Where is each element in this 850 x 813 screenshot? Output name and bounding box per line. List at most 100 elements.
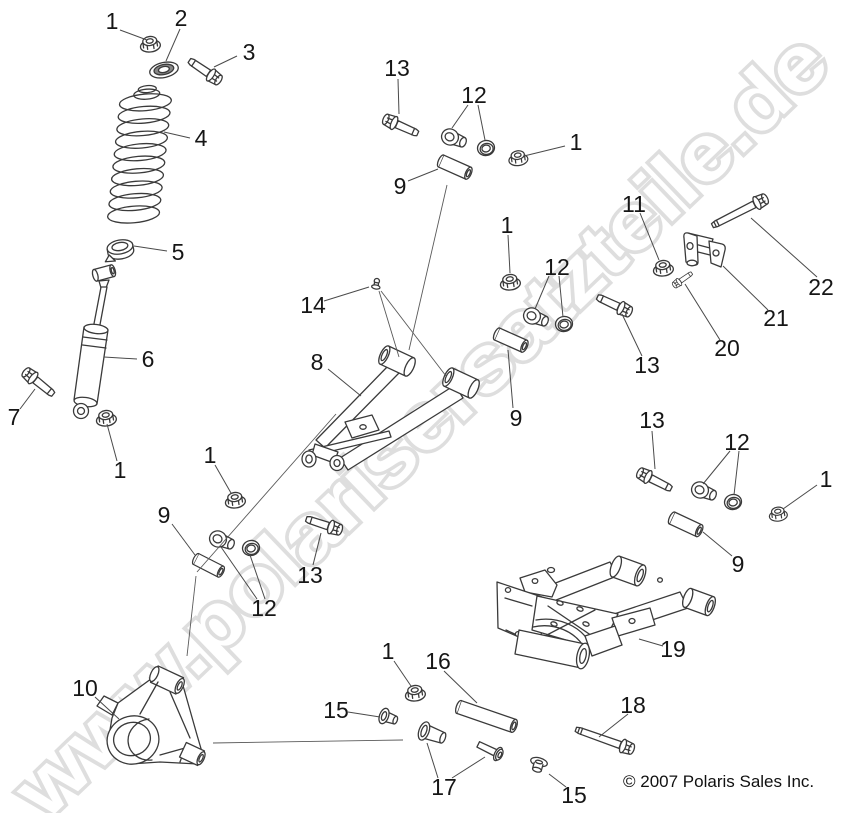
callout-leader-line xyxy=(639,212,660,261)
callout-leader-line xyxy=(722,265,769,311)
callout-label-13: 13 xyxy=(634,352,660,378)
assembly-line xyxy=(378,290,400,358)
callout-label-15: 15 xyxy=(561,782,587,808)
bolt-art xyxy=(633,464,675,496)
assembly-lines xyxy=(186,184,448,744)
nut-art xyxy=(94,408,118,428)
assembly-line xyxy=(380,290,447,377)
callout-leader-line xyxy=(106,423,118,462)
callout-label-12: 12 xyxy=(544,254,570,280)
bushing-art xyxy=(475,138,497,158)
callout-label-14: 14 xyxy=(300,292,326,318)
callout-label-1: 1 xyxy=(106,8,119,34)
callout-leader-line xyxy=(477,104,486,141)
nut-art xyxy=(767,505,789,523)
callout-leader-line xyxy=(523,145,566,157)
callout-label-2: 2 xyxy=(175,5,188,31)
assembly-line xyxy=(186,575,197,657)
callout-leader-line xyxy=(119,29,148,41)
callout-label-9: 9 xyxy=(394,173,407,199)
nut-art xyxy=(223,490,247,510)
grease-fitting-art xyxy=(370,277,383,291)
callout-label-20: 20 xyxy=(714,335,740,361)
callout-leader-line xyxy=(702,450,731,485)
callout-leader-line xyxy=(702,531,733,557)
callout-leader-line xyxy=(163,131,191,139)
socket-bolt-art xyxy=(474,737,506,764)
knuckle-art xyxy=(96,665,206,767)
callout-leader-line xyxy=(133,245,168,252)
callout-label-12: 12 xyxy=(251,595,277,621)
callout-leader-line xyxy=(94,696,120,720)
long-bolt-art xyxy=(572,722,637,758)
callout-label-5: 5 xyxy=(172,239,185,265)
coil-spring-art xyxy=(106,84,172,224)
callout-leader-line xyxy=(548,773,567,788)
callout-leader-line xyxy=(103,356,138,360)
callout-label-13: 13 xyxy=(639,407,665,433)
shoulder-bushing-art xyxy=(376,706,401,729)
callout-leader-line xyxy=(393,660,412,687)
callout-leader-line xyxy=(507,234,511,274)
callout-label-9: 9 xyxy=(158,502,171,528)
shock-absorber-art xyxy=(72,264,117,420)
callout-label-1: 1 xyxy=(204,442,217,468)
callout-leader-line xyxy=(407,168,439,182)
bracket-art xyxy=(683,232,726,268)
copyright-text: © 2007 Polaris Sales Inc. xyxy=(623,772,814,791)
callout-leader-line xyxy=(638,638,664,647)
callout-label-9: 9 xyxy=(510,405,523,431)
callout-leader-line xyxy=(397,78,400,115)
callout-label-13: 13 xyxy=(297,562,323,588)
callout-label-16: 16 xyxy=(425,648,451,674)
bolt-art xyxy=(379,111,422,141)
callout-label-21: 21 xyxy=(763,305,789,331)
nut-art xyxy=(403,683,427,703)
callout-label-18: 18 xyxy=(620,692,646,718)
callout-label-1: 1 xyxy=(114,457,127,483)
nut-art xyxy=(651,258,675,278)
callout-label-8: 8 xyxy=(311,349,324,375)
artwork xyxy=(18,34,789,775)
bushing-art xyxy=(438,125,470,152)
callout-leader-line xyxy=(507,349,514,409)
callout-label-19: 19 xyxy=(660,636,686,662)
callout-leader-line xyxy=(327,368,362,397)
callout-label-1: 1 xyxy=(501,212,514,238)
bolt-art xyxy=(18,364,59,401)
callout-leader-line xyxy=(443,670,478,704)
callout-label-12: 12 xyxy=(724,429,750,455)
assembly-line xyxy=(196,413,337,573)
callout-leader-line xyxy=(598,713,629,738)
callout-leader-line xyxy=(684,283,721,341)
callout-leader-line xyxy=(249,554,266,600)
callout-label-1: 1 xyxy=(820,466,833,492)
callout-leader-line xyxy=(220,546,258,600)
callout-label-11: 11 xyxy=(622,191,646,217)
callout-label-17: 17 xyxy=(431,774,457,800)
bolt-art xyxy=(184,54,226,88)
callout-leader-line xyxy=(347,711,381,718)
callout-label-22: 22 xyxy=(808,274,834,300)
spring-retainer-art xyxy=(149,61,179,79)
a-arm-art xyxy=(301,345,480,472)
callout-leader-line xyxy=(171,523,196,556)
callout-leader-line xyxy=(750,217,818,278)
flange-plug-art xyxy=(527,755,549,775)
callout-leader-line xyxy=(312,532,322,566)
callout-label-12: 12 xyxy=(461,82,487,108)
callout-leader-line xyxy=(451,756,486,779)
assembly-line xyxy=(408,184,448,351)
spring-seat-art xyxy=(104,239,135,263)
callout-leader-line xyxy=(19,388,36,410)
callout-label-15: 15 xyxy=(323,697,349,723)
callout-label-3: 3 xyxy=(243,39,256,65)
spacer-tube-art xyxy=(435,153,475,181)
callout-label-7: 7 xyxy=(8,404,21,430)
callout-leader-line xyxy=(165,28,181,62)
callout-label-1: 1 xyxy=(382,638,395,664)
callout-label-1: 1 xyxy=(570,129,583,155)
callout-leader-line xyxy=(214,464,232,494)
